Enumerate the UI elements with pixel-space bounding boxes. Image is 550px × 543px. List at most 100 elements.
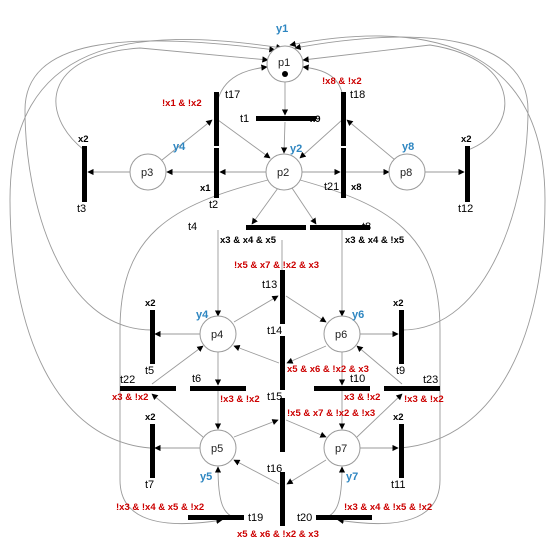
arc-p5-t15 (233, 419, 279, 438)
output-y6: y6 (352, 309, 364, 321)
arc-t17-p2 (217, 119, 271, 159)
arcs (9, 35, 546, 525)
condition-t10: x3 & !x2 (344, 392, 380, 403)
condition-t7: x2 (145, 412, 156, 423)
transition-t13 (280, 270, 285, 324)
output-y2: y2 (290, 143, 302, 155)
transition-label-t22: t22 (120, 374, 135, 386)
transition-label-t7: t7 (145, 479, 154, 491)
transition-label-t18: t18 (350, 89, 365, 101)
transition-t20 (316, 515, 372, 520)
condition-t2: x1 (200, 183, 211, 194)
transition-t2 (214, 148, 219, 198)
transition-label-t23: t23 (423, 374, 438, 386)
condition-t13: !x5 & x7 & !x2 & x3 (234, 260, 319, 271)
transition-t22 (120, 386, 176, 391)
places: p1 p2 p3 p8 p4 p6 p5 p7 y1 y2 y4 y8 y4 y… (129, 23, 426, 483)
arc-t15-p7 (285, 419, 327, 438)
condition-t19: !x3 & !x4 & x5 & !x2 (116, 502, 204, 513)
transition-label-t19: t19 (248, 512, 263, 524)
arc-p2-t4 (251, 187, 279, 225)
arc-t14-p4 (233, 345, 280, 364)
transition-t16 (280, 472, 285, 526)
place-p6 (323, 315, 361, 353)
transition-t3 (82, 146, 87, 202)
transition-label-t8: t8 (362, 221, 371, 233)
place-p3 (129, 153, 167, 191)
arc-p5-t22 (151, 393, 204, 438)
transition-t19 (188, 515, 244, 520)
token-p1 (282, 71, 288, 77)
transition-label-t13: t13 (262, 279, 277, 291)
arc-t17-p1 (215, 64, 268, 109)
arc-p7-t16 (286, 459, 327, 485)
transition-label-t4: t4 (188, 221, 197, 233)
transition-t4 (246, 225, 306, 230)
transition-t17 (214, 92, 219, 146)
transition-label-t11: t11 (391, 479, 405, 491)
transition-t1 (256, 116, 316, 121)
arc-p8-t18 (346, 119, 396, 161)
transition-label-t6: t6 (192, 373, 201, 385)
condition-t16: x5 & x6 & !x2 & x3 (237, 529, 319, 540)
arc-p2-t8 (291, 187, 317, 225)
condition-t15: !x5 & x7 & !x2 & !x3 (287, 408, 375, 419)
place-p2 (265, 153, 303, 191)
transition-t6 (190, 386, 246, 391)
transition-t14 (280, 336, 285, 390)
arc-t16-p5 (233, 459, 280, 485)
place-p8 (388, 153, 426, 191)
arc-t18-p1 (302, 64, 345, 109)
condition-t11: x2 (393, 412, 404, 423)
transition-label-t12: t12 (458, 203, 473, 215)
arc-t22-p4 (151, 345, 204, 385)
condition-t23: !x3 & !x2 (404, 394, 444, 405)
condition-t6: !x3 & !x2 (220, 394, 260, 405)
condition-t18: !x8 & !x2 (322, 76, 362, 87)
transition-label-t14: t14 (267, 325, 282, 337)
arc-t7-p1 (9, 39, 283, 449)
output-y7: y7 (346, 471, 358, 483)
arc-t11-p1 (289, 35, 546, 449)
place-p5 (199, 429, 237, 467)
transition-t11 (399, 424, 404, 478)
condition-t3: x2 (78, 134, 89, 145)
place-label-p5: p5 (211, 443, 223, 455)
arc-p6-t14 (286, 345, 327, 364)
output-y1: y1 (276, 23, 288, 35)
transition-label-t5: t5 (145, 365, 154, 377)
arc-t20-p7 (319, 466, 346, 519)
transition-label-t21: t21 (324, 181, 339, 193)
arc-t19-p5 (214, 466, 241, 519)
transition-t21 (341, 148, 346, 198)
transition-t5 (150, 310, 155, 364)
condition-t8: x3 & x4 & !x5 (345, 235, 405, 246)
place-label-p3: p3 (141, 167, 153, 179)
transition-t15 (280, 398, 285, 452)
transition-labels: t1 t2 t3 t4 t5 t6 t7 t8 t9 t10 t11 t12 t… (77, 89, 473, 524)
condition-t21: x8 (351, 182, 362, 193)
transition-t12 (465, 146, 470, 202)
transition-label-t2: t2 (209, 199, 218, 211)
condition-t14: x5 & x6 & !x2 & x3 (287, 364, 369, 375)
condition-t17: !x1 & !x2 (162, 98, 202, 109)
condition-t1: x9 (310, 114, 321, 125)
place-label-p4: p4 (211, 329, 223, 341)
arc-p2-t20 (299, 179, 441, 525)
arc-p7-t23 (356, 393, 403, 438)
condition-t22: x3 & !x2 (112, 392, 148, 403)
transition-label-t15: t15 (267, 391, 282, 403)
transition-t10 (314, 386, 370, 391)
place-p1 (266, 45, 304, 83)
condition-t5: x2 (145, 298, 156, 309)
transition-label-t10: t10 (350, 373, 365, 385)
transition-label-t17: t17 (225, 89, 240, 101)
transition-label-t3: t3 (77, 203, 86, 215)
transition-t8 (310, 225, 370, 230)
condition-t12: x2 (461, 134, 472, 145)
place-label-p8: p8 (400, 167, 412, 179)
place-p4 (199, 315, 237, 353)
condition-t4: x3 & x4 & x5 (220, 235, 277, 246)
arc-t1-p2 (281, 121, 288, 154)
